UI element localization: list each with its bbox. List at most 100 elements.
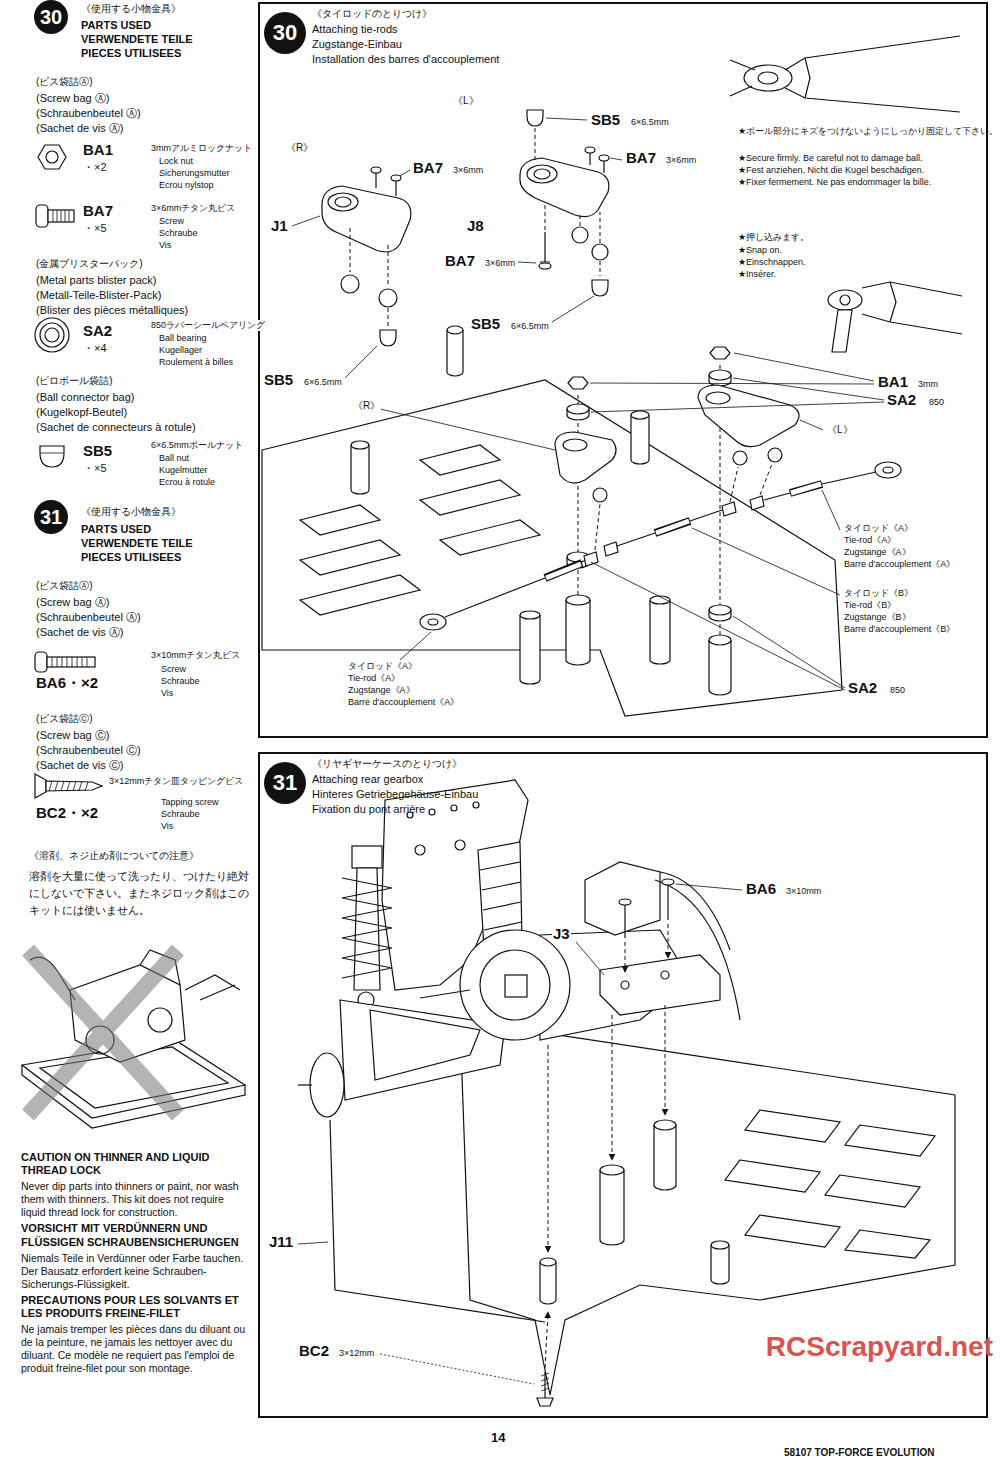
small-label: 3×12mm (338, 1348, 375, 1359)
tie-rod-assembly-stroke (768, 448, 782, 462)
part-icons-stroke (47, 657, 95, 667)
rear-gearbox-assembly-stroke (537, 1398, 553, 1406)
rear-gearbox-assembly-stroke (415, 845, 425, 855)
small-label: Vis (158, 240, 172, 251)
tie-rod-assembly-stroke (822, 472, 876, 484)
rear-gearbox-assembly (298, 780, 955, 1406)
tie-rod-assembly-stroke (709, 635, 731, 645)
small-label: Ecrou nylstop (158, 180, 215, 191)
pliers-illustrations-stroke (730, 60, 755, 96)
parts-text: (Schraubenbeutel Ⓒ) (35, 744, 142, 757)
caution-text: Niemals Teile in Verdünner oder Farbe ta… (20, 1252, 247, 1291)
parts-text: (Metall-Teile-Blister-Pack) (35, 289, 162, 302)
part-icons-stroke (35, 318, 69, 352)
pliers-illustrations-stroke (862, 282, 962, 296)
rear-gearbox-assembly-stroke (545, 1312, 548, 1368)
step-title: Zugstange-Einbau (312, 38, 402, 51)
note-text: 溶剤を大量に使って洗ったり、つけたり絶対にしないで下さい。またネジロック剤はこの… (28, 868, 250, 919)
small-label: 3×6mm (665, 155, 697, 166)
parts-text: (Schraubenbeutel Ⓐ) (35, 611, 142, 624)
step-title: Attaching rear gearbox (312, 773, 423, 786)
small-label: Barre d'accouplement《A》 (347, 697, 460, 708)
part-icons-stroke (48, 210, 74, 222)
small-label: 3×6mmチタン丸ビス (150, 203, 236, 214)
pliers-illustrations-stroke (862, 314, 962, 334)
tie-rod-assembly-stroke (822, 490, 840, 530)
part-icons-stroke (35, 774, 46, 798)
tie-rod-exploded-view-stroke (585, 147, 595, 153)
section-heading: PARTS USED (80, 19, 152, 32)
part-icons-stroke (40, 446, 64, 467)
tie-rod-exploded-view-stroke (518, 262, 536, 263)
small-label: Zugstange《A》 (347, 685, 416, 696)
rear-gearbox-assembly-stroke (460, 930, 570, 1040)
small-label: Schraube (158, 228, 199, 239)
rear-gearbox-assembly-stroke (473, 802, 479, 808)
tie-rod-assembly (262, 326, 901, 716)
japanese-text: 《使用する小物金具》 (80, 3, 182, 15)
small-label: 3×6mm (452, 165, 484, 176)
tie-rod-exploded-view-stroke (603, 161, 604, 173)
small-label: 3×6mm (484, 258, 516, 269)
part-code: J11 (268, 1234, 294, 1251)
rear-gearbox-assembly-stroke (624, 905, 625, 938)
tie-rod-assembly-stroke (584, 552, 598, 566)
tie-rod-assembly-stroke (300, 575, 420, 615)
part-code: J8 (466, 218, 485, 235)
tie-rod-assembly-stroke (420, 445, 500, 475)
step-number: 30 (34, 0, 68, 34)
parts-text: (Ball connector bag) (35, 391, 135, 404)
small-label: タイロッド《B》 (843, 588, 914, 599)
step-title: Attaching tie-rods (312, 23, 398, 36)
tie-rod-assembly-stroke (709, 640, 731, 695)
tie-rod-assembly-stroke (690, 510, 722, 521)
tie-rod-assembly-stroke (595, 504, 600, 550)
rear-gearbox-assembly-stroke (612, 1015, 613, 1160)
tie-rod-assembly-stroke (730, 467, 738, 502)
tie-rod-exploded-view-stroke (539, 263, 551, 269)
japanese-text: (ピロボール袋詰) (35, 375, 114, 387)
tie-rod-assembly-stroke (631, 411, 649, 419)
step-number-text: 31 (40, 507, 62, 527)
tie-rod-assembly-stroke (351, 441, 369, 449)
step-title: 《タイロッドのとりつけ》 (312, 8, 432, 20)
tie-rod-assembly-stroke (440, 520, 540, 555)
part-icons-stroke (46, 151, 58, 163)
tie-rod-assembly-stroke (883, 467, 893, 473)
tie-rod-assembly-stroke (604, 542, 618, 556)
part-code: BA7 (444, 253, 476, 270)
rear-gearbox-assembly-stroke (480, 862, 522, 930)
pliers-illustrations-stroke (890, 282, 896, 322)
caution-text: Never dip parts into thinners or paint, … (20, 1180, 247, 1219)
small-label: 3×10mm (785, 886, 822, 897)
tie-rod-assembly-stroke (400, 632, 431, 660)
part-icons-stroke (45, 328, 59, 342)
tie-rod-exploded-view-stroke (328, 193, 358, 211)
rear-gearbox-assembly-stroke (654, 1125, 676, 1190)
japanese-text: (ビス袋詰Ⓒ) (35, 713, 94, 725)
tie-rod-assembly-stroke (447, 330, 463, 376)
tie-rod-exploded-view-stroke (520, 158, 609, 217)
rear-gearbox-assembly-stroke (845, 1125, 935, 1156)
japanese-text: (ビス袋詰Ⓐ) (35, 76, 94, 88)
parts-text: (Sachet de vis Ⓒ) (35, 759, 124, 772)
tie-rod-exploded-view-stroke (592, 244, 608, 260)
tie-rod-assembly-stroke (445, 578, 545, 617)
tie-rod-assembly-stroke (709, 370, 731, 380)
rear-gearbox-assembly-stroke (540, 1258, 556, 1266)
tie-rod-assembly-stroke (875, 462, 901, 478)
parts-text: ・×2 (82, 161, 108, 174)
tie-rod-assembly-stroke (698, 385, 799, 447)
pliers-illustrations-stroke (785, 88, 960, 112)
small-label: ★Snap on. (737, 245, 783, 256)
tie-rod-assembly-stroke (566, 595, 590, 605)
tie-rod-assembly-stroke (764, 493, 790, 500)
rear-gearbox-assembly-stroke (845, 1230, 930, 1258)
step-number-text: 30 (40, 7, 62, 27)
step-title: Installation des barres d'accouplement (312, 53, 499, 66)
part-code: BA1 (82, 142, 114, 159)
part-code: BA7 (412, 160, 444, 177)
small-label: Vis (160, 688, 174, 699)
tie-rod-exploded-view-stroke (589, 153, 590, 165)
part-icons-stroke (52, 657, 87, 667)
